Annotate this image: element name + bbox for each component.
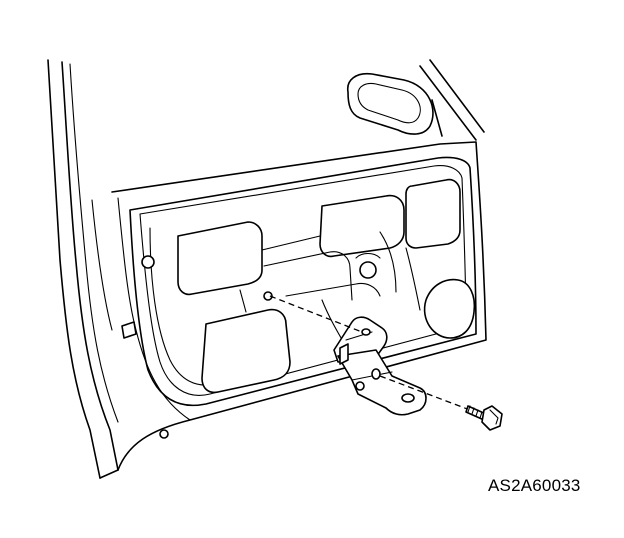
- body-clip: [121, 321, 137, 339]
- alignment-line: [269, 295, 363, 333]
- speaker-opening: [423, 278, 476, 339]
- body-pillar: [47, 59, 119, 479]
- door-hinge: [333, 316, 427, 416]
- body-hole: [159, 429, 169, 439]
- hinge-bolt-hole: [355, 381, 365, 391]
- door-mirror: [347, 72, 434, 135]
- body-hole: [141, 255, 155, 269]
- panel-opening: [177, 221, 263, 296]
- panel-opening: [405, 178, 461, 249]
- alignment-line: [379, 375, 471, 411]
- bolt-head: [481, 405, 503, 431]
- window-frame: [347, 59, 485, 141]
- hinge-mount-hole: [263, 291, 273, 301]
- hinge-pin-hole: [401, 393, 415, 403]
- door-inner-panel: [177, 178, 476, 394]
- hinge-bolt-hole: [371, 368, 381, 380]
- assembly-lines: [269, 295, 471, 411]
- panel-opening: [201, 308, 291, 394]
- door-frame: [111, 141, 487, 471]
- figure-code: AS2A60033: [488, 476, 581, 495]
- bolt: [465, 405, 503, 431]
- hinge-bolt-hole: [361, 328, 371, 336]
- panel-hole: [359, 261, 377, 279]
- panel-opening: [319, 194, 405, 258]
